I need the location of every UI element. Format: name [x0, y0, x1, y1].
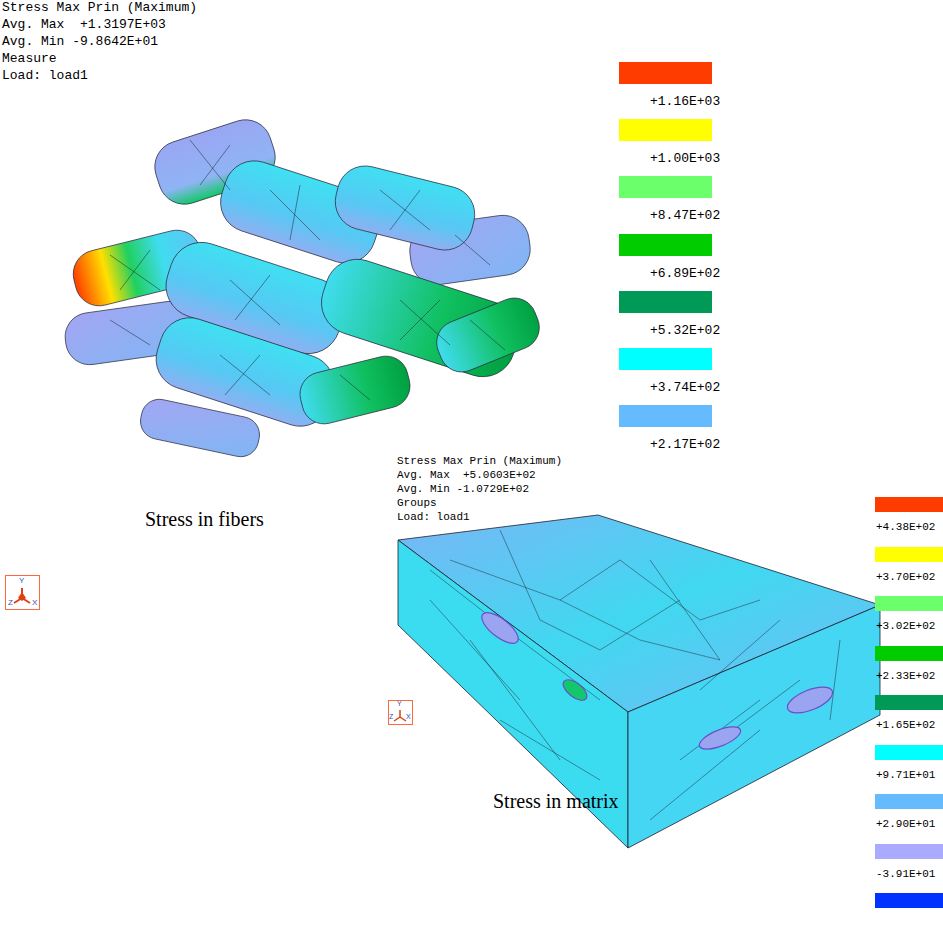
legend-swatch	[875, 547, 943, 562]
triad-frame	[6, 576, 40, 610]
triad-cone	[18, 592, 26, 601]
legend-value: +2.90E+01	[876, 818, 935, 831]
fiber-section	[560, 676, 591, 704]
legend-value: +3.02E+02	[876, 620, 935, 633]
legend-swatch	[875, 695, 943, 710]
legend-swatch	[875, 745, 943, 760]
legend-swatch	[875, 893, 943, 908]
legend-swatch	[619, 405, 712, 427]
legend-swatch	[619, 176, 712, 198]
legend-value: +2.17E+02	[650, 438, 720, 453]
legend-value: +6.89E+02	[650, 267, 720, 282]
legend-value: +8.47E+02	[650, 209, 720, 224]
plot-header: Avg. Min -9.8642E+01	[2, 35, 158, 50]
fiber-section	[784, 682, 836, 719]
axis-triad	[6, 576, 40, 610]
plot-header: Measure	[2, 52, 57, 67]
legend-value: +2.33E+02	[876, 670, 935, 683]
plot-header: Avg. Min -1.0729E+02	[397, 483, 529, 496]
axis-letter: X	[32, 598, 37, 607]
legend-value: -3.91E+01	[876, 868, 935, 881]
axis-letter: Z	[8, 598, 13, 607]
plot-header: Load: load1	[397, 511, 470, 524]
legend-value: +1.16E+03	[650, 95, 720, 110]
legend-value: +9.71E+01	[876, 769, 935, 782]
fiber-section	[477, 607, 523, 648]
fiber-section	[697, 722, 744, 753]
axis-letter: Y	[19, 576, 24, 585]
axis-letter: Z	[389, 713, 393, 721]
mesh-line	[430, 530, 840, 820]
mesh-lines	[430, 530, 840, 820]
triad-axes	[394, 710, 406, 721]
fiber-tows	[62, 113, 546, 460]
fiber-tow	[329, 160, 480, 256]
plot-header: Avg. Max +5.0603E+02	[397, 469, 536, 482]
matrix-block	[398, 515, 880, 848]
plot-header: Load: load1	[2, 69, 88, 84]
matrix-right-face	[628, 605, 880, 848]
legend-value: +1.00E+03	[650, 152, 720, 167]
legend-swatch	[875, 497, 943, 512]
plot-header: Stress Max Prin (Maximum)	[2, 1, 197, 16]
legend-swatch	[619, 62, 712, 84]
legend-value: +3.74E+02	[650, 381, 720, 396]
figure-caption: Stress in fibers	[145, 508, 264, 531]
legend-value: +1.65E+02	[876, 719, 935, 732]
triad-axes	[14, 588, 30, 603]
fiber-tow	[295, 351, 414, 428]
fiber-sections	[477, 607, 836, 753]
matrix-left-face	[398, 540, 628, 848]
plot-header: Stress Max Prin (Maximum)	[397, 455, 562, 468]
mesh-line	[110, 140, 505, 400]
legend-value: +3.70E+02	[876, 571, 935, 584]
figure-caption: Stress in matrix	[493, 790, 619, 813]
legend-value: +5.32E+02	[650, 324, 720, 339]
legend-swatch	[875, 844, 943, 859]
fiber-tow	[137, 396, 263, 460]
legend-swatch	[875, 646, 943, 661]
legend-swatch	[619, 119, 712, 141]
plot-header: Avg. Max +1.3197E+03	[2, 18, 166, 33]
legend-value: +4.38E+02	[876, 521, 935, 534]
mesh-lines	[110, 140, 505, 400]
axis-letter: X	[406, 713, 411, 721]
legend-swatch	[875, 794, 943, 809]
axis-triad	[389, 701, 413, 725]
fiber-tow	[430, 291, 546, 378]
axis-letter: Y	[397, 700, 402, 708]
legend-swatch	[619, 291, 712, 313]
legend-swatch	[619, 234, 712, 256]
legend-swatch	[875, 596, 943, 611]
triad-frame	[389, 701, 413, 725]
legend-swatch	[619, 348, 712, 370]
plot-header: Groups	[397, 497, 437, 510]
